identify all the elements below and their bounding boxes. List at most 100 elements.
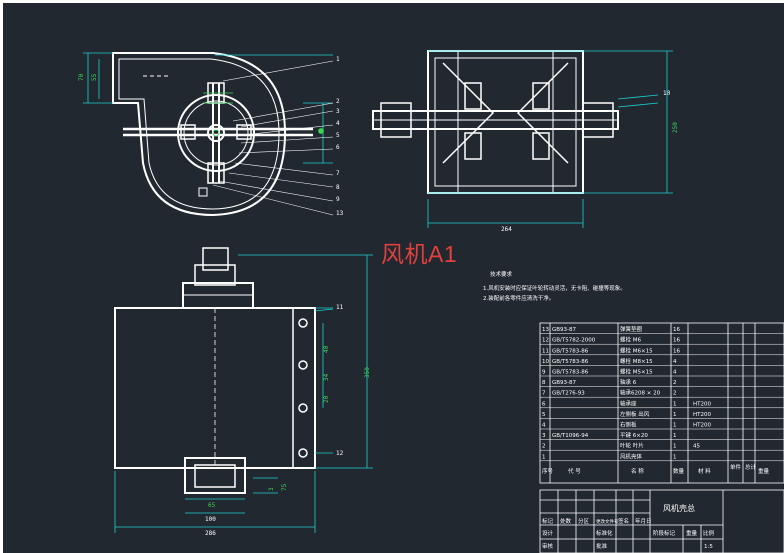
tb-r2-5: 重量 — [686, 529, 698, 537]
bom-header-code: 代 号 — [568, 467, 581, 475]
bom-header-weight: 重量 — [758, 467, 770, 475]
bottom-dim-40: 40 — [323, 345, 330, 353]
bottom-view — [114, 247, 316, 494]
drawing-title: 风机A1 — [381, 241, 458, 267]
bom-cell-qty: 4 — [673, 370, 677, 376]
bottom-dim-34: 34 — [323, 373, 330, 381]
bom-cell-name: 轴承6208 × 20 — [620, 389, 661, 397]
bom-cell-no: 6 — [542, 401, 546, 407]
bottom-dim-286: 286 — [205, 530, 216, 537]
drawing-canvas[interactable]: 70 55 1 2 3 4 5 6 7 8 9 10 11 12 13 — [3, 3, 784, 553]
bom-cell-name: 弹簧垫圈 — [620, 325, 643, 333]
tb-r1-1: 处数 — [560, 517, 572, 525]
bom-cell-qty: 2 — [673, 391, 677, 397]
bom-header-qty: 数量 — [673, 467, 685, 475]
callout-12: 12 — [336, 450, 344, 457]
side-dim-250: 250 — [672, 122, 679, 133]
bom-cell-mat: HT200 — [693, 412, 711, 418]
bom-cell-code: GB/T276-93 — [552, 391, 585, 397]
callout-7: 7 — [336, 170, 340, 177]
bom-cell-code: GB93-87 — [552, 327, 577, 333]
bom-cell-qty: 1 — [673, 423, 677, 429]
bom-cell-qty: 2 — [673, 380, 677, 386]
callout-2: 2 — [336, 98, 340, 105]
bom-cell-name: 螺栓 M5×15 — [620, 368, 653, 376]
bottom-dim-350: 350 — [364, 367, 371, 378]
bom-cell-name: 风机壳体 — [620, 452, 643, 460]
bottom-dim-3: 3 — [268, 487, 275, 491]
bom-cell-qty: 16 — [673, 327, 680, 333]
bom-cell-no: 10 — [542, 359, 549, 365]
bom-cell-name: 左侧板 出风 — [620, 410, 650, 418]
bom-cell-no: 8 — [542, 380, 546, 386]
callout-9: 9 — [336, 196, 340, 203]
bom-header-mat: 材 料 — [698, 467, 711, 475]
bom-cell-qty: 1 — [673, 401, 677, 407]
bom-cell-name: 轴承座 — [620, 399, 637, 407]
bom-cell-no: 11 — [542, 348, 549, 354]
side-dim-264: 264 — [501, 226, 512, 233]
callout-3: 3 — [336, 108, 340, 115]
bom-header-total: 总计 — [745, 463, 757, 471]
callout-13: 13 — [336, 210, 344, 217]
tb-r1-3: 更改文件号 — [596, 518, 619, 525]
bom-header-unit: 单件 — [730, 463, 742, 471]
bom-cell-qty: 1 — [673, 454, 677, 460]
tb-r1-4: 签名 — [618, 517, 629, 525]
bom-cell-qty: 1 — [673, 444, 677, 450]
bom-cell-code: GB93-87 — [552, 380, 577, 386]
bom-cell-mat: HT200 — [693, 423, 711, 429]
bom-cell-name: 螺栓 M6 — [620, 336, 641, 344]
bom-cell-no: 9 — [542, 370, 546, 376]
notes-line-1: 1.风机安装时应保证叶轮转动灵活，无卡阻、碰撞等现象。 — [483, 284, 626, 292]
bom-cell-qty: 4 — [673, 359, 677, 365]
bom-cell-qty: 16 — [673, 348, 680, 354]
callout-11: 11 — [336, 304, 344, 311]
tb-r1-2: 分区 — [578, 517, 590, 525]
callout-8: 8 — [336, 184, 340, 191]
bom-cell-name: 螺栓 M8×15 — [620, 357, 653, 365]
notes-line-2: 2.装配前各零件应清洗干净。 — [483, 294, 554, 302]
bom-cell-code: GB/T5783-86 — [552, 348, 589, 354]
bom-cell-code: GB/T1096-94 — [552, 433, 589, 439]
bom-cell-no: 13 — [542, 327, 549, 333]
cad-drawing: 70 55 1 2 3 4 5 6 7 8 9 10 11 12 13 — [78, 50, 784, 553]
bom-cell-qty: 1 — [673, 433, 677, 439]
bom-cell-code: GB/T5783-86 — [552, 370, 589, 376]
bottom-dim-20: 20 — [323, 395, 330, 403]
front-dim-70: 70 — [78, 73, 85, 81]
tb-r2-2: 标准化 — [596, 529, 613, 537]
bottom-dim-65: 65 — [208, 502, 216, 509]
bom-cell-name: 平键 6×20 — [620, 431, 648, 439]
tb-r1-0: 标记 — [542, 517, 554, 525]
bom-cell-no: 5 — [542, 412, 546, 418]
bom-cell-no: 4 — [542, 423, 546, 429]
bom-cell-code: GB/T5782-2000 — [552, 338, 596, 344]
bom-cell-mat: HT200 — [693, 401, 711, 407]
title-block — [539, 489, 784, 553]
bom-cell-name: 轴承 6 — [620, 378, 637, 386]
tb-r2-4: 阶段标记 — [653, 529, 676, 537]
bom-cell-qty: 16 — [673, 338, 680, 344]
bom-cell-no: 2 — [542, 444, 546, 450]
bom-cell-no: 1 — [542, 454, 546, 460]
tb-r1-5: 年月日 — [635, 517, 652, 525]
tb-r4-2: 批准 — [596, 542, 608, 550]
tb-scale: 1:5 — [704, 544, 713, 550]
bom-table — [539, 322, 784, 484]
bom-cell-mat: 45 — [693, 444, 700, 450]
bom-cell-no: 7 — [542, 391, 546, 397]
tb-r3-0: 审核 — [542, 542, 554, 550]
callout-6: 6 — [336, 144, 340, 151]
callout-4: 4 — [336, 120, 340, 127]
callout-1: 1 — [336, 56, 340, 63]
bom-cell-code: GB/T5783-86 — [552, 359, 589, 365]
bom-cell-name: 右侧板 — [620, 421, 637, 429]
bom-cell-name: 螺栓 M6×15 — [620, 346, 653, 354]
bom-cell-name: 叶轮 叶片 — [620, 442, 644, 450]
bottom-dim-75: 75 — [281, 483, 288, 491]
tb-r2-0: 设计 — [542, 529, 554, 537]
bottom-dim-100: 100 — [205, 516, 216, 523]
bom-cell-no: 12 — [542, 338, 549, 344]
